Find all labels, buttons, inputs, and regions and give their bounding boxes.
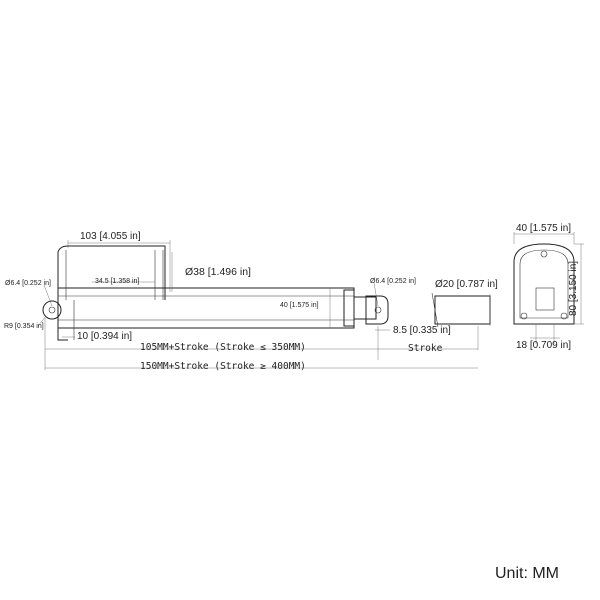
end-view-outline	[513, 243, 575, 325]
dim-front-offset: 8.5 [0.335 in]	[393, 325, 451, 336]
unit-label: Unit: MM	[495, 565, 559, 582]
actuator-end-view: 40 [1.575 in] 80 [3.150 in] 18 [0.709 in…	[513, 223, 584, 351]
end-view-screw-top	[540, 250, 548, 258]
extended-rod-end	[434, 295, 491, 325]
rear-clevis	[42, 300, 62, 320]
dim-motor-offset: 34.5 [1.358 in]	[95, 278, 139, 285]
dim-front-hole: Ø6.4 [0.252 in]	[370, 278, 416, 285]
end-view-screw-right	[560, 312, 568, 320]
motor-housing	[57, 245, 166, 300]
dim-retracted-short: 105MM+Stroke (Stroke ≤ 350MM)	[140, 342, 306, 353]
end-view-screw-left	[520, 312, 528, 320]
front-rod-end-hole	[374, 306, 382, 314]
side-view-dimensions: 103 [4.055 in] Ø38 [1.496 in] 34.5 [1.35…	[4, 231, 498, 372]
dim-end-width: 40 [1.575 in]	[516, 223, 571, 234]
dim-stroke: Stroke	[408, 343, 443, 354]
dim-rear-offset: 10 [0.394 in]	[77, 331, 132, 342]
tube-front-cap	[343, 289, 355, 327]
dim-rear-hole: Ø6.4 [0.252 in]	[5, 280, 51, 287]
end-view-slot	[535, 287, 555, 311]
dim-rear-radius: R9 [0.354 in]	[4, 323, 44, 330]
dim-motor-diameter: Ø38 [1.496 in]	[185, 266, 251, 278]
inner-rod	[353, 296, 377, 320]
dim-end-height: 80 [3.150 in]	[568, 261, 579, 316]
rear-clevis-hole	[48, 306, 56, 314]
dim-rod-diameter: Ø20 [0.787 in]	[435, 279, 498, 290]
dim-tube-height: 40 [1.575 in]	[280, 302, 319, 309]
front-rod-end	[365, 295, 389, 325]
dim-retracted-long: 150MM+Stroke (Stroke ≥ 400MM)	[140, 361, 306, 372]
dim-end-slot: 18 [0.709 in]	[516, 340, 571, 351]
dim-body-length: 103 [4.055 in]	[80, 231, 141, 242]
